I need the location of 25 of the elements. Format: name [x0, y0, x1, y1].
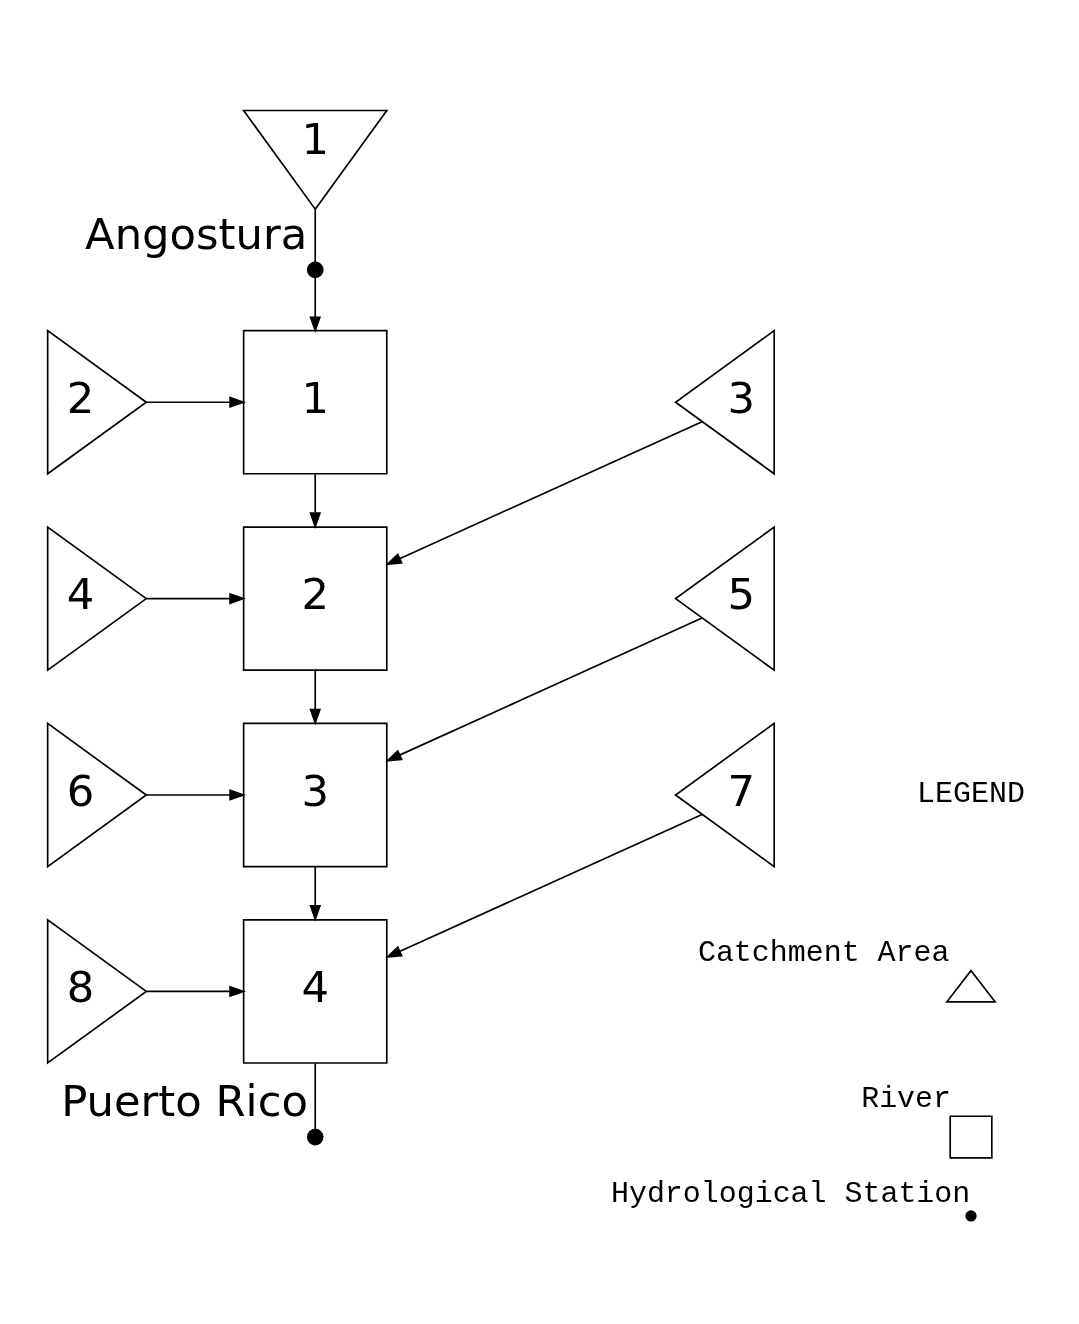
arrow [309, 865, 322, 922]
arrow [145, 985, 246, 997]
arrow [145, 592, 246, 604]
node-box: 3 [242, 722, 388, 867]
node-circle [306, 1128, 324, 1145]
node-box: 4 [242, 918, 388, 1064]
arrow [385, 813, 703, 958]
arrow [145, 395, 246, 408]
arrow [145, 788, 246, 801]
connector [314, 1062, 317, 1130]
label: LEGEND [917, 776, 1025, 811]
node-box: 2 [242, 525, 388, 671]
legend-label: River [861, 1081, 951, 1116]
connector [314, 208, 317, 263]
arrow [385, 420, 703, 565]
arrow [309, 669, 322, 725]
arrow [385, 616, 703, 762]
node-circle [306, 261, 324, 278]
legend-label: Hydrological Station [610, 1176, 971, 1211]
arrow [309, 276, 322, 333]
node-label: Puerto Rico [61, 1075, 308, 1126]
node-label: Angostura [85, 208, 308, 259]
arrow [309, 472, 322, 529]
legend-label: Catchment Area [697, 935, 950, 970]
node-box: 1 [242, 329, 388, 475]
